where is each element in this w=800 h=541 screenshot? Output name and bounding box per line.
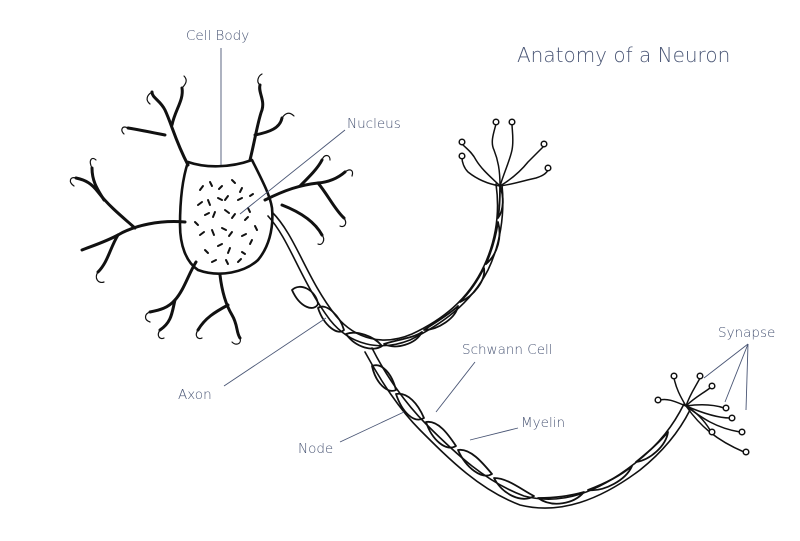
diagram-title: Anatomy of a Neuron bbox=[517, 43, 730, 67]
label-nucleus: Nucleus bbox=[347, 116, 401, 132]
synapse-leader-2 bbox=[724, 343, 749, 403]
label-cell-body: Cell Body bbox=[186, 28, 249, 44]
axon-leader bbox=[223, 317, 327, 387]
label-myelin: Myelin bbox=[521, 415, 565, 431]
cell-body bbox=[178, 158, 274, 275]
synapse-leader-3 bbox=[745, 343, 749, 411]
upper-axon-terminals bbox=[458, 118, 552, 187]
label-schwann-cell: Schwann Cell bbox=[462, 342, 553, 358]
dendrite-outlines bbox=[69, 73, 354, 345]
node-leader bbox=[339, 411, 405, 443]
nucleus-texture bbox=[194, 179, 258, 265]
schwann-cell-leader bbox=[435, 361, 476, 413]
label-axon: Axon bbox=[178, 387, 212, 403]
dendrites bbox=[74, 83, 347, 340]
myelin-leader bbox=[469, 427, 519, 441]
axon-upper-branch bbox=[267, 183, 504, 347]
label-node: Node bbox=[298, 441, 333, 457]
label-synapse: Synapse bbox=[718, 325, 775, 341]
myelin-segments-upper bbox=[291, 185, 504, 350]
synapse-leader-1 bbox=[703, 343, 749, 379]
myelin-segments-lower bbox=[371, 364, 669, 505]
synapse-terminals bbox=[654, 372, 750, 456]
nucleus-leader bbox=[239, 129, 346, 215]
